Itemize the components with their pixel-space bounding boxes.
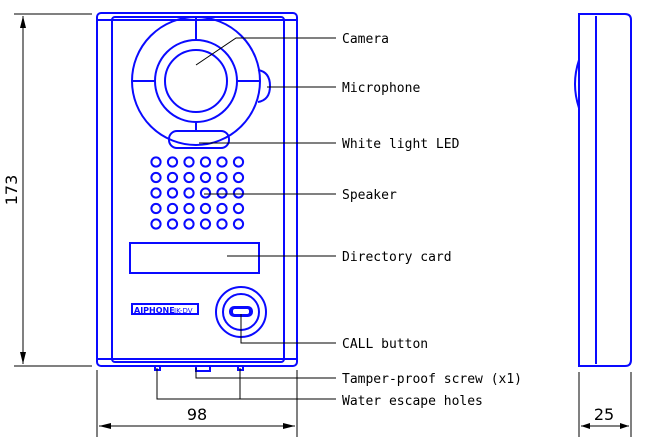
front-view: AIPHONE JK-DV <box>96 12 298 372</box>
camera-housing <box>131 16 261 146</box>
speaker-hole <box>166 156 179 168</box>
speaker-hole <box>150 218 162 230</box>
tamper-proof-screw <box>195 365 211 372</box>
speaker-hole <box>199 218 212 230</box>
model-label: JK-DV <box>173 307 193 315</box>
speaker-hole <box>216 218 228 230</box>
speaker-hole <box>166 171 179 184</box>
dimension-lines: 173 98 25 <box>2 13 632 437</box>
speaker-hole <box>232 202 245 215</box>
speaker-hole <box>183 218 195 230</box>
speaker-hole <box>232 187 245 199</box>
label-camera: Camera <box>342 32 389 47</box>
speaker-hole <box>199 187 212 199</box>
label-tamper-proof-screw: Tamper-proof screw (x1) <box>342 372 522 387</box>
leader-lines <box>156 37 336 400</box>
speaker-hole <box>183 187 195 199</box>
callout-labels: Camera Microphone White light LED Speake… <box>342 32 522 409</box>
speaker-hole <box>216 171 228 184</box>
speaker-hole <box>183 156 195 168</box>
speaker-hole <box>166 218 179 230</box>
label-directory-card: Directory card <box>342 250 452 265</box>
speaker-hole <box>216 156 228 168</box>
white-light-led <box>168 130 230 149</box>
label-microphone: Microphone <box>342 81 420 96</box>
speaker-hole <box>150 187 162 199</box>
speaker-hole <box>183 202 195 215</box>
side-view <box>574 13 632 367</box>
speaker-hole <box>150 156 162 168</box>
speaker-hole <box>166 187 179 199</box>
speaker-hole <box>166 202 179 215</box>
speaker-grille <box>150 156 245 230</box>
brand-nameplate: AIPHONE JK-DV <box>131 303 199 315</box>
speaker-hole <box>216 187 228 199</box>
label-water-escape-holes: Water escape holes <box>342 394 483 409</box>
speaker-hole <box>199 171 212 184</box>
speaker-hole <box>232 156 245 168</box>
width-dimension: 98 <box>187 405 207 424</box>
label-call-button: CALL button <box>342 337 428 352</box>
brand-label: AIPHONE <box>134 306 175 315</box>
label-speaker: Speaker <box>342 188 397 203</box>
microphone-port <box>257 69 272 103</box>
speaker-hole <box>232 171 245 184</box>
speaker-hole <box>199 202 212 215</box>
height-dimension: 173 <box>2 175 21 206</box>
speaker-hole <box>199 156 212 168</box>
directory-card-slot <box>129 242 260 274</box>
speaker-hole <box>216 202 228 215</box>
speaker-hole <box>150 171 162 184</box>
speaker-hole <box>232 218 245 230</box>
speaker-hole <box>183 171 195 184</box>
depth-dimension: 25 <box>594 405 614 424</box>
speaker-hole <box>150 202 162 215</box>
label-white-light-led: White light LED <box>342 137 460 152</box>
